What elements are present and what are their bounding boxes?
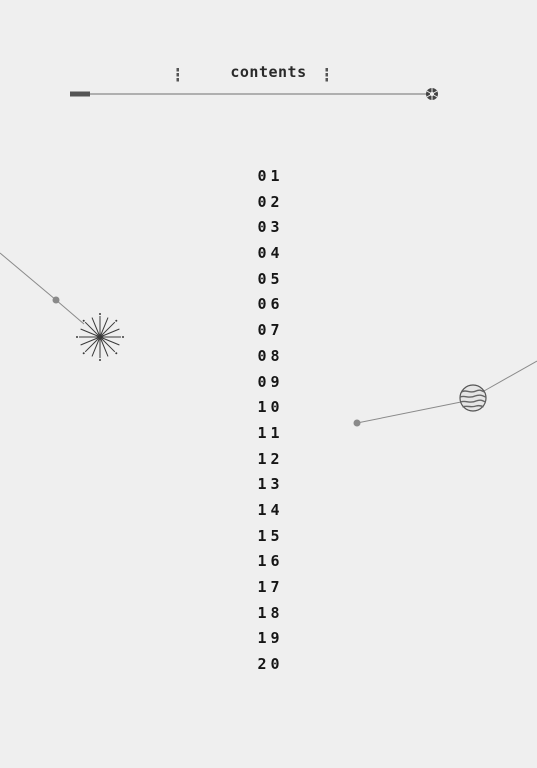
- title-bracket-left: [176, 68, 179, 82]
- contents-item[interactable]: 15: [257, 526, 284, 545]
- right-orbit: [353, 360, 537, 427]
- contents-item[interactable]: 19: [257, 629, 284, 648]
- contents-item[interactable]: 06: [257, 295, 284, 314]
- header-divider: [70, 91, 430, 97]
- contents-item[interactable]: 07: [257, 321, 284, 340]
- contents-item[interactable]: 20: [257, 655, 284, 674]
- contents-item[interactable]: 02: [257, 192, 284, 211]
- orbit-node-left: [52, 296, 60, 304]
- contents-item[interactable]: 18: [257, 603, 284, 622]
- contents-item[interactable]: 08: [257, 346, 284, 365]
- aperture-icon: [426, 88, 438, 100]
- contents-item[interactable]: 11: [257, 423, 284, 442]
- planet-icon: [459, 384, 487, 412]
- starburst-icon: [76, 313, 124, 361]
- header-bar-accent: [70, 91, 90, 97]
- title-bracket-right: [325, 68, 328, 82]
- contents-item[interactable]: 14: [257, 500, 284, 519]
- contents-item[interactable]: 16: [257, 552, 284, 571]
- contents-item[interactable]: 05: [257, 269, 284, 288]
- contents-item[interactable]: 09: [257, 372, 284, 391]
- contents-item[interactable]: 12: [257, 449, 284, 468]
- contents-list: 01 02 03 04 05 06 07 08 09 10 11 12 13 1…: [0, 166, 537, 680]
- contents-item[interactable]: 13: [257, 475, 284, 494]
- contents-item[interactable]: 17: [257, 578, 284, 596]
- orbit-node-right: [353, 419, 361, 427]
- contents-item[interactable]: 03: [257, 218, 284, 237]
- contents-item[interactable]: 04: [257, 244, 284, 263]
- contents-item[interactable]: 01: [257, 167, 284, 185]
- left-orbit: [0, 252, 85, 325]
- page-title: contents: [230, 63, 307, 81]
- contents-item[interactable]: 10: [257, 398, 284, 417]
